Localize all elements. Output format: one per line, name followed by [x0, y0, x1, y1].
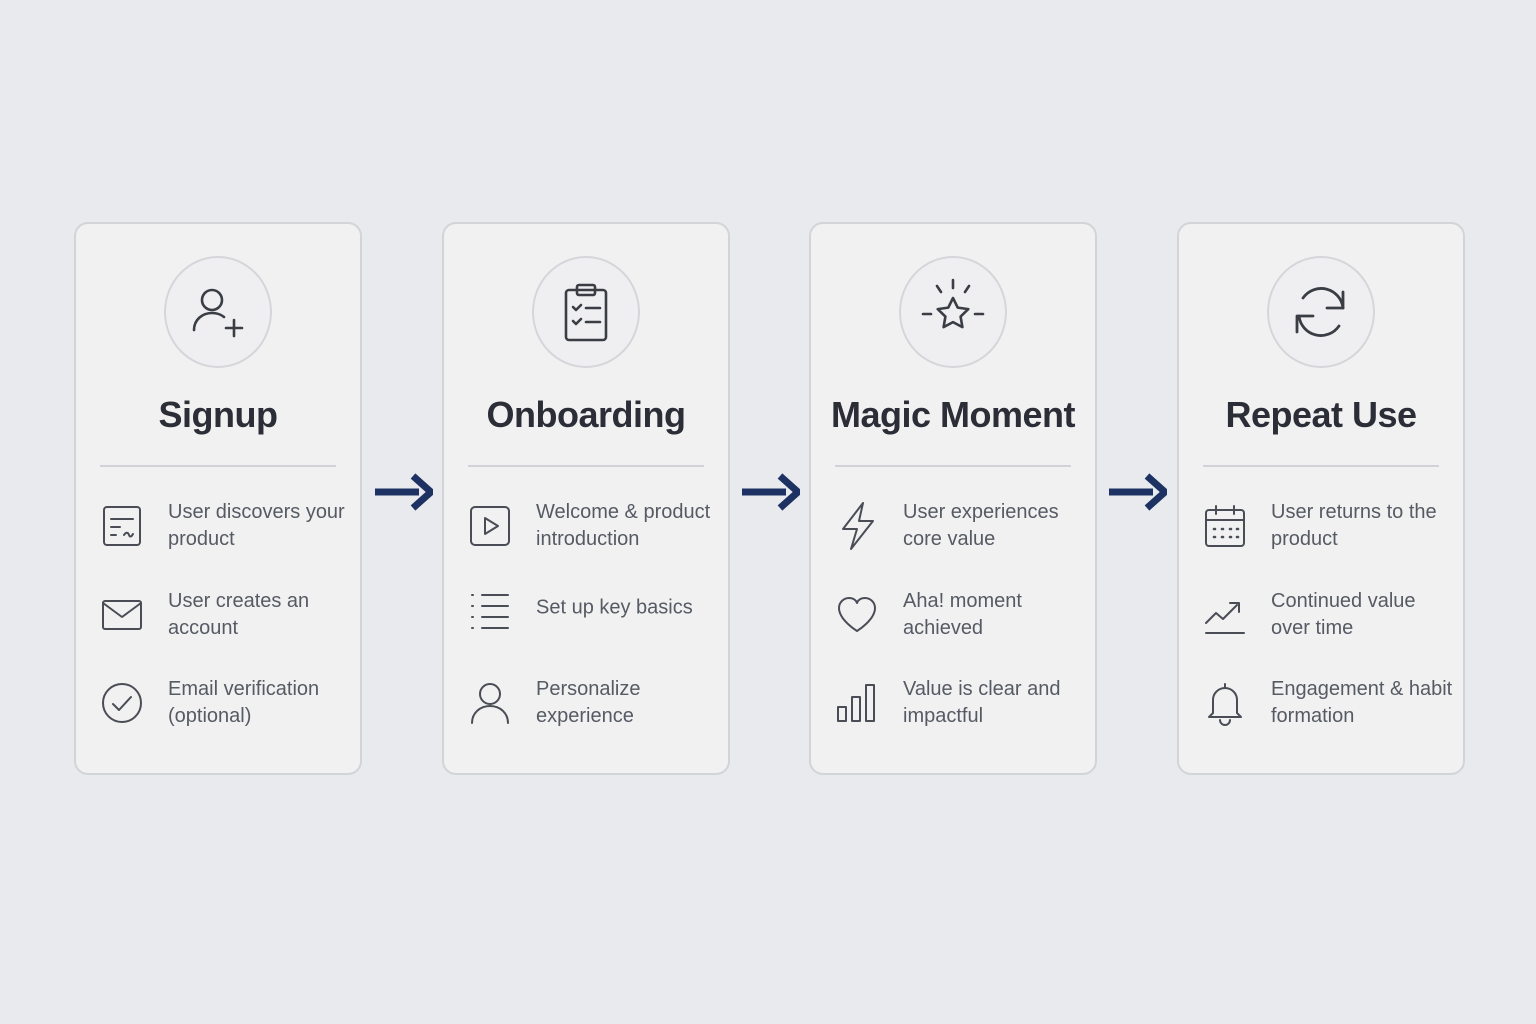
divider	[1203, 465, 1439, 467]
form-icon	[98, 498, 146, 554]
stage-card-magic-moment: Magic Moment User experiences core value…	[809, 222, 1097, 775]
play-icon	[466, 498, 514, 554]
divider	[100, 465, 336, 467]
sparkle-star-icon	[899, 256, 1007, 368]
stage-title: Onboarding	[486, 394, 686, 435]
arrow-right-icon	[740, 472, 800, 512]
stage-card-repeat-use: Repeat Use User returns to the product C…	[1177, 222, 1465, 775]
arrow-right-icon	[1107, 472, 1167, 512]
list-item: User experiences core value	[833, 498, 1087, 554]
arrow-right-icon	[742, 473, 800, 511]
list-item: Continued value over time	[1201, 587, 1455, 643]
refresh-icon	[1267, 256, 1375, 368]
list-item: Personalize experience	[466, 675, 720, 731]
stage-title: Signup	[158, 394, 278, 435]
item-text: User experiences core value	[903, 501, 1059, 550]
list-icon	[466, 580, 514, 636]
item-text: Personalize experience	[536, 678, 641, 727]
arrow-right-icon	[373, 472, 433, 512]
item-text: User returns to the product	[1271, 501, 1437, 550]
list-item: Aha! moment achieved	[833, 587, 1087, 643]
list-item: User discovers your product	[98, 498, 352, 554]
item-text: User discovers your product	[168, 501, 345, 550]
item-text: Welcome & product introduction	[536, 501, 711, 550]
divider	[835, 465, 1071, 467]
list-item: Welcome & product introduction	[466, 498, 720, 554]
item-text: Engagement & habit formation	[1271, 678, 1453, 727]
list-item: Engagement & habit formation	[1201, 675, 1455, 731]
clipboard-checklist-icon	[532, 256, 640, 368]
stage-title: Repeat Use	[1225, 394, 1417, 435]
heart-icon	[833, 587, 881, 643]
arrow-right-icon	[1109, 473, 1167, 511]
bar-chart-icon	[833, 675, 881, 731]
lightning-icon	[833, 498, 881, 554]
list-item: User creates an account	[98, 587, 352, 643]
calendar-icon	[1201, 498, 1249, 554]
bell-icon	[1201, 675, 1249, 731]
envelope-icon	[98, 587, 146, 643]
item-text: User creates an account	[168, 590, 310, 639]
list-item: User returns to the product	[1201, 498, 1455, 554]
arrow-right-icon	[375, 473, 433, 511]
item-text: Continued value over time	[1271, 590, 1416, 639]
item-text: Value is clear and impactful	[903, 678, 1061, 727]
list-item: Value is clear and impactful	[833, 675, 1087, 731]
item-text: Email verification (optional)	[168, 678, 320, 727]
trend-up-icon	[1201, 587, 1249, 643]
user-plus-icon	[164, 256, 272, 368]
divider	[468, 465, 704, 467]
stage-card-signup: Signup User discovers your product User …	[74, 222, 362, 775]
stage-title: Magic Moment	[830, 394, 1076, 435]
item-text: Set up key basics	[536, 596, 693, 619]
list-item: Email verification (optional)	[98, 675, 352, 731]
list-item: Set up key basics	[466, 580, 720, 636]
user-icon	[466, 675, 514, 731]
item-text: Aha! moment achieved	[903, 590, 1022, 639]
stage-card-onboarding: Onboarding Welcome & product introductio…	[442, 222, 730, 775]
check-circle-icon	[98, 675, 146, 731]
